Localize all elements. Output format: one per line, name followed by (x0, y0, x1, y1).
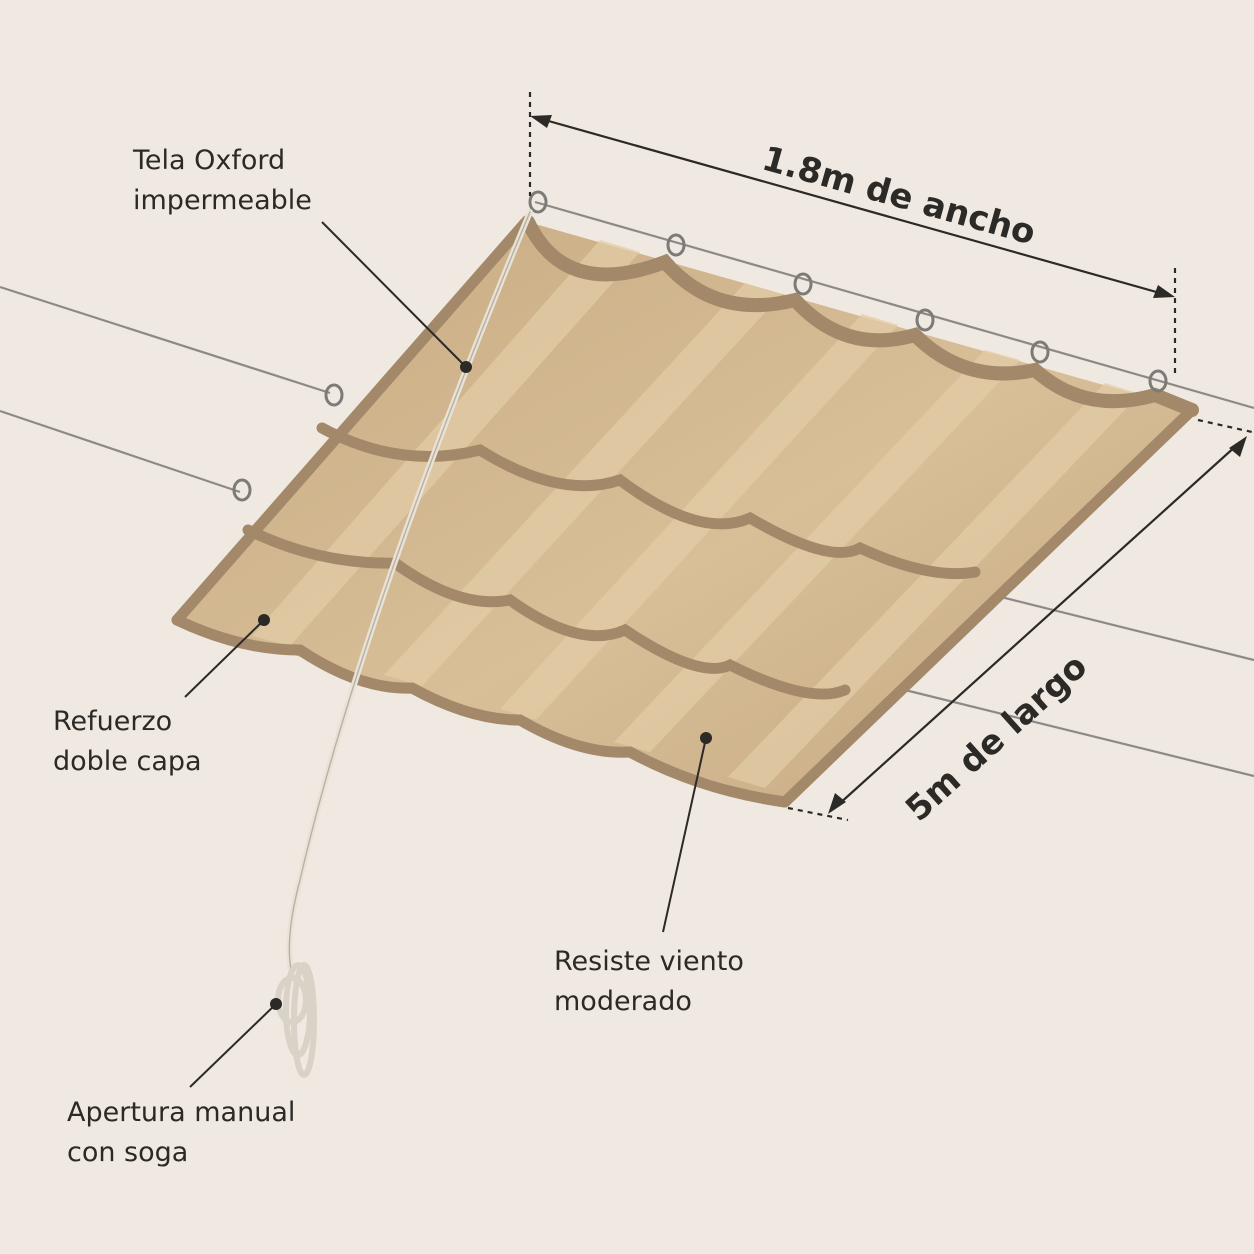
leader-line (321, 221, 467, 368)
grommet-ring (666, 233, 686, 257)
arrow-head (530, 115, 552, 128)
support-wires (0, 200, 1254, 778)
grommet-ring (1030, 340, 1050, 364)
leader-line (189, 1003, 277, 1088)
leader-line (662, 737, 707, 933)
callout-wind-line2: moderado (554, 986, 692, 1017)
callout-rope-line1: Apertura manual (67, 1097, 296, 1128)
binding-band (171, 614, 791, 808)
binding-band (316, 422, 981, 580)
arrow-head (828, 793, 846, 814)
canopy-top-scallops (521, 215, 1199, 417)
callout-fabric-line2: impermeable (133, 185, 312, 216)
callout-rope: Apertura manual con soga (67, 1093, 295, 1173)
support-wire (904, 688, 1254, 778)
callout-reinforcement-line1: Refuerzo (53, 706, 173, 737)
callout-leaders (184, 221, 712, 1088)
canopy-binding-bands (171, 217, 1198, 808)
callout-fabric: Tela Oxford impermeable (133, 141, 312, 221)
leader-dot (270, 998, 282, 1010)
grommet-ring (324, 383, 344, 407)
callout-reinforcement-line2: doble capa (53, 746, 202, 777)
arrow-head (1153, 285, 1175, 298)
leader-dot (700, 732, 712, 744)
grommet-ring (915, 308, 935, 332)
support-wire (984, 591, 1254, 662)
callout-rope-line2: con soga (67, 1137, 189, 1168)
callout-wind-line1: Resiste viento (554, 946, 744, 977)
leader-line (184, 619, 265, 698)
grommet-ring (528, 190, 548, 214)
pull-rope (275, 209, 533, 1078)
grommet-ring (1148, 369, 1168, 393)
support-wire (534, 200, 1254, 410)
grommet-ring (793, 272, 813, 296)
width-dimension (528, 92, 1177, 378)
leader-dot (460, 361, 472, 373)
arrow-head (1229, 436, 1247, 457)
support-wire (0, 409, 241, 494)
grommet-rings (232, 190, 1168, 502)
support-wire (0, 285, 331, 395)
binding-band (171, 217, 531, 626)
callout-reinforcement: Refuerzo doble capa (53, 702, 202, 782)
binding-band (779, 404, 1198, 808)
callout-wind: Resiste viento moderado (554, 942, 744, 1022)
canopy-fabric (171, 215, 1199, 808)
callout-fabric-line1: Tela Oxford (133, 145, 286, 176)
length-dimension (787, 418, 1253, 822)
leader-dot (258, 614, 270, 626)
grommet-ring (232, 478, 252, 502)
rope-coil (275, 962, 317, 1078)
binding-band (242, 524, 851, 700)
